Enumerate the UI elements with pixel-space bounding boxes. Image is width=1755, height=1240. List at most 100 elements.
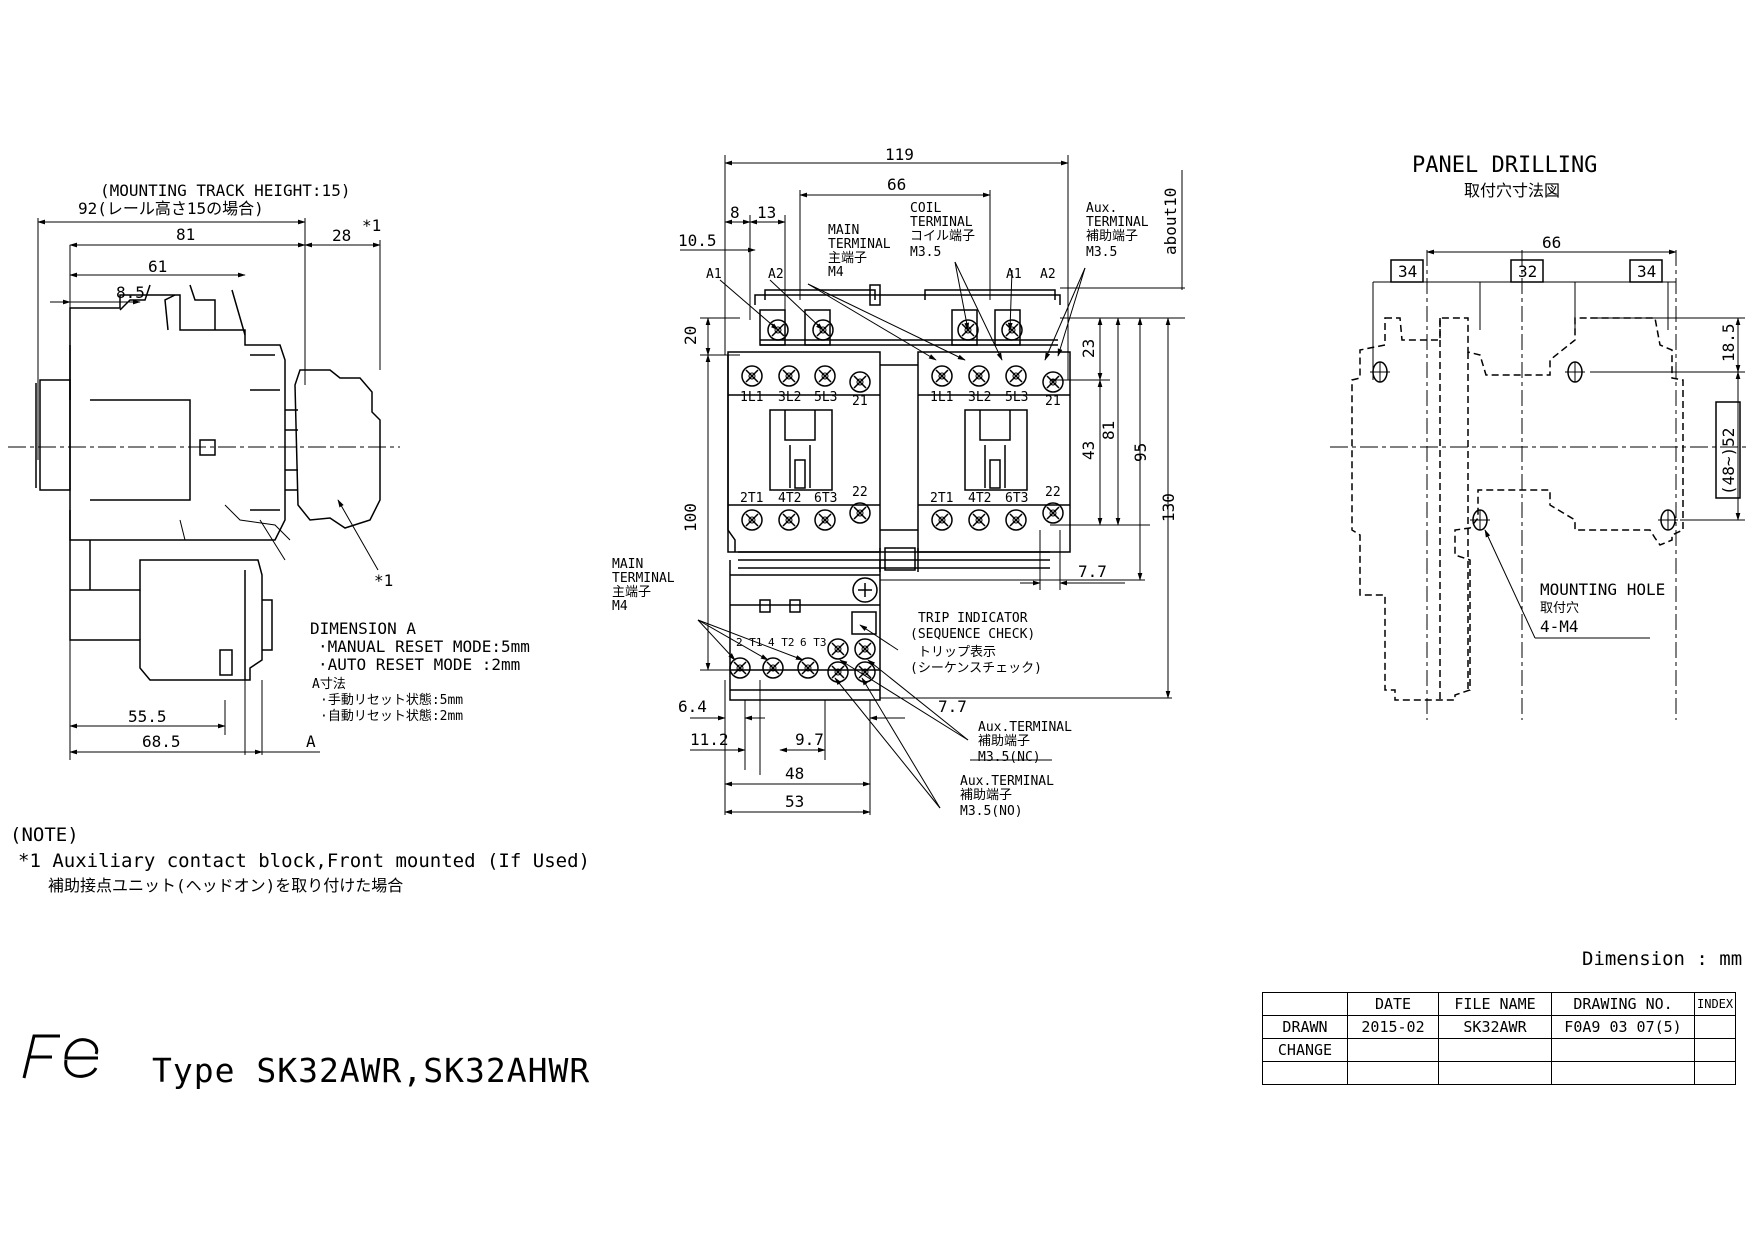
panel-dim-48-52: (48~)52 (1719, 428, 1738, 495)
dim-6-4: 6.4 (678, 697, 707, 716)
title-block-header-cell: FILE NAME (1438, 992, 1552, 1016)
dim-119: 119 (885, 145, 914, 164)
title-block-cell: F0A9 03 07(5) (1551, 1015, 1695, 1039)
title-block-cell (1438, 1038, 1552, 1062)
dim-about10: about10 (1161, 188, 1180, 255)
dim-48: 48 (785, 764, 804, 783)
main-terminal-label: MAIN (828, 223, 859, 238)
aux-no-jp: 補助端子 (960, 788, 1012, 803)
left-side-view (8, 218, 400, 760)
title-block-header-cell: DRAWING NO. (1551, 992, 1695, 1016)
dim-61: 61 (148, 257, 167, 276)
title-block-cell: CHANGE (1262, 1038, 1348, 1062)
term-6t3-left: 6T3 (814, 491, 837, 506)
title-block-cell: DRAWN (1262, 1015, 1348, 1039)
title-block-cell: 2015-02 (1347, 1015, 1439, 1039)
aux-terminal-m35: M3.5 (1086, 245, 1117, 260)
rail-note-label: 92(レール高さ15の場合) (78, 199, 264, 218)
note-heading: (NOTE) (10, 824, 79, 846)
dimension-a-title: DIMENSION A (310, 619, 416, 638)
dim-66-front: 66 (887, 175, 906, 194)
coil-terminal-label2: TERMINAL (910, 215, 973, 230)
dim-95: 95 (1131, 443, 1150, 462)
title-block-row: CHANGE (1262, 1038, 1737, 1062)
aux-no-label: Aux.TERMINAL (960, 774, 1054, 789)
panel-dim-18-5: 18.5 (1719, 323, 1738, 362)
auto-reset-jp: ·自動リセット状態:2mm (320, 708, 463, 724)
dim-7-7-bottom: 7.7 (938, 697, 967, 716)
main-terminal2-label: MAIN (612, 557, 643, 572)
term-2t1-left: 2T1 (740, 491, 763, 506)
dim-43: 43 (1079, 441, 1098, 460)
dim-130: 130 (1159, 493, 1178, 522)
dim-68-5: 68.5 (142, 732, 181, 751)
title-block-header-cell (1262, 992, 1348, 1016)
title-block-row: DRAWN 2015-02 SK32AWR F0A9 03 07(5) (1262, 1015, 1737, 1039)
manual-reset-jp: ·手動リセット状態:5mm (320, 692, 463, 708)
dim-28: 28 (332, 226, 351, 245)
fe-logo-icon (22, 1034, 99, 1079)
dim-box-34-left (1390, 259, 1424, 283)
dim-8-5: 8.5 (116, 283, 145, 302)
dim-box-48-52 (1715, 401, 1741, 499)
aux-terminal-label: Aux. (1086, 201, 1117, 216)
title-block-table: DATE FILE NAME DRAWING NO. INDEX DRAWN 2… (1262, 992, 1737, 1085)
trip-indicator-label: TRIP INDICATOR (918, 611, 1028, 626)
dim-81-front: 81 (1099, 421, 1118, 440)
term-5l3-left: 5L3 (814, 390, 837, 405)
trip-indicator-jp: トリップ表示 (918, 645, 996, 660)
star1-side: *1 (374, 571, 393, 590)
title-block-cell (1693, 1015, 1737, 1039)
term-1l1-left: 1L1 (740, 390, 763, 405)
dim-23: 23 (1079, 339, 1098, 358)
panel-dim-66: 66 (1542, 233, 1561, 252)
dim-8: 8 (730, 203, 740, 222)
term-2t1-right: 2T1 (930, 491, 953, 506)
dim-13: 13 (757, 203, 776, 222)
term-3l2-left: 3L2 (778, 390, 801, 405)
term-22-right: 22 (1045, 485, 1061, 500)
title-block-cell (1551, 1061, 1695, 1085)
dim-10-5: 10.5 (678, 231, 717, 250)
star1-top: *1 (362, 216, 381, 235)
a2-right: A2 (1040, 267, 1056, 282)
dim-81-left: 81 (176, 225, 195, 244)
term-21-right: 21 (1045, 394, 1061, 409)
panel-dim-34-left: 34 (1398, 262, 1417, 281)
panel-drilling-view (1330, 249, 1750, 720)
dim-100: 100 (681, 503, 700, 532)
dim-9-7: 9.7 (795, 730, 824, 749)
auto-reset-mode: ·AUTO RESET MODE :2mm (318, 655, 520, 674)
panel-drilling-jp: 取付穴寸法図 (1464, 181, 1560, 200)
dim-7-7-top: 7.7 (1078, 562, 1107, 581)
term-21-left: 21 (852, 394, 868, 409)
a1-right: A1 (1006, 267, 1022, 282)
dim-11-2: 11.2 (690, 730, 729, 749)
term-4t2-right: 4T2 (968, 491, 991, 506)
term-6t3-right: 6T3 (1005, 491, 1028, 506)
title-block-cell (1347, 1061, 1439, 1085)
title-block-row (1262, 1061, 1737, 1085)
term-1l1-right: 1L1 (930, 390, 953, 405)
note-line-2: 補助接点ユニット(ヘッドオン)を取り付けた場合 (48, 876, 404, 895)
term-22-left: 22 (852, 485, 868, 500)
title-block-cell: SK32AWR (1438, 1015, 1552, 1039)
a-sunpo-jp: A寸法 (312, 677, 346, 692)
title-block-header-cell: INDEX (1693, 992, 1737, 1016)
mounting-hole-spec: 4-M4 (1540, 617, 1579, 636)
aux-nc-spec: M3.5(NC) (978, 750, 1041, 765)
title-block-cell (1693, 1038, 1737, 1062)
note-line-1: *1 Auxiliary contact block,Front mounted… (18, 850, 590, 872)
dimension-unit: Dimension : mm (1582, 948, 1743, 970)
aux-terminal-label2: TERMINAL (1086, 215, 1149, 230)
term-5l3-right: 5L3 (1005, 390, 1028, 405)
title-block-header-cell: DATE (1347, 992, 1439, 1016)
a2-left: A2 (768, 267, 784, 282)
main-terminal-m4: M4 (828, 265, 844, 280)
sequence-check-jp: (シーケンスチェック) (910, 661, 1042, 676)
manual-reset-mode: ·MANUAL RESET MODE:5mm (318, 637, 530, 656)
dim-box-34-right (1629, 259, 1663, 283)
dim-box-32 (1510, 259, 1544, 283)
ol-term-4t2: 4 T2 (768, 636, 795, 649)
